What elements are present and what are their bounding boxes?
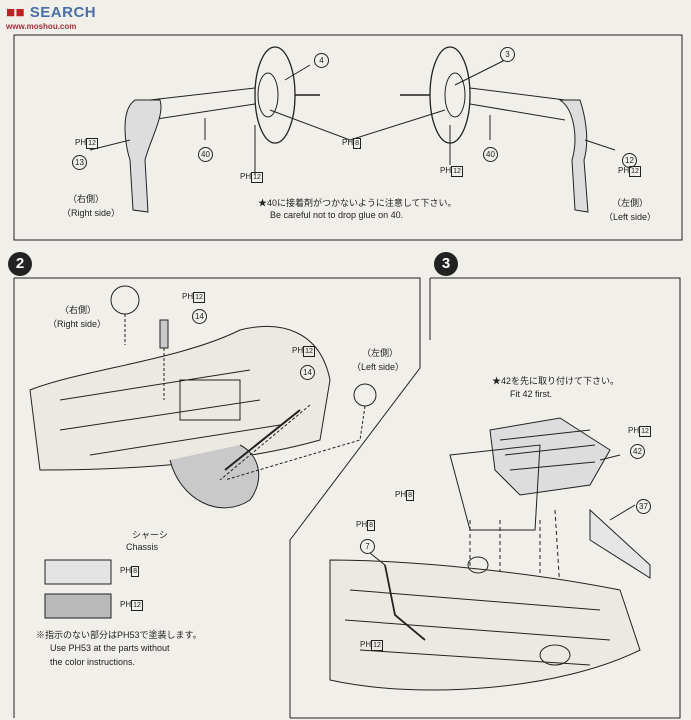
step3-part-37: 37 bbox=[636, 496, 651, 514]
watermark-url: www.moshou.com bbox=[6, 22, 77, 31]
watermark-logo: ■■ SEARCH bbox=[6, 4, 97, 21]
step1-note-en: Be careful not to drop glue on 40. bbox=[270, 210, 404, 220]
part-3-callout: 3 bbox=[500, 44, 515, 62]
step2-part-14-b: 14 bbox=[300, 362, 315, 380]
part-40-callout-a: 40 bbox=[198, 144, 213, 162]
step2-left-side-en: （Left side） bbox=[352, 362, 405, 372]
step2-right-side-en: （Right side） bbox=[48, 319, 107, 329]
step2-right-side-jp: （右側） bbox=[60, 305, 97, 315]
step3-note-jp: ★42を先に取り付けて下さい。 bbox=[492, 376, 620, 386]
footnote-jp: ※指示のない部分はPH53で塗装します。 bbox=[36, 630, 202, 640]
part-40-callout-b: 40 bbox=[483, 144, 498, 162]
watermark-brand: SEARCH bbox=[29, 4, 97, 21]
footnote-en-1: Use PH53 at the parts without bbox=[50, 643, 170, 653]
step-2-badge: 2 bbox=[8, 252, 32, 276]
footnote-en-2: the color instructions. bbox=[50, 657, 136, 667]
step3-part-42: 42 bbox=[630, 441, 645, 459]
step2-left-side-jp: （左側） bbox=[362, 348, 399, 358]
left-side-en: （Left side） bbox=[604, 212, 657, 222]
step-3-badge: 3 bbox=[434, 252, 458, 276]
part-13-callout: 13 bbox=[72, 152, 87, 170]
step3-part-7: 7 bbox=[360, 536, 375, 554]
chassis-en: Chassis bbox=[126, 542, 159, 552]
step1-note-jp: ★40に接着剤がつかないように注意して下さい。 bbox=[258, 198, 457, 208]
right-side-en: （Right side） bbox=[62, 208, 121, 218]
chassis-jp: シャーシ bbox=[132, 530, 168, 540]
part-4-callout: 4 bbox=[314, 50, 329, 68]
right-side-jp: （右側） bbox=[68, 194, 105, 204]
step3-note-en: Fit 42 first. bbox=[510, 389, 553, 399]
step2-part-14-a: 14 bbox=[192, 306, 207, 324]
left-side-jp: （左側） bbox=[612, 198, 649, 208]
